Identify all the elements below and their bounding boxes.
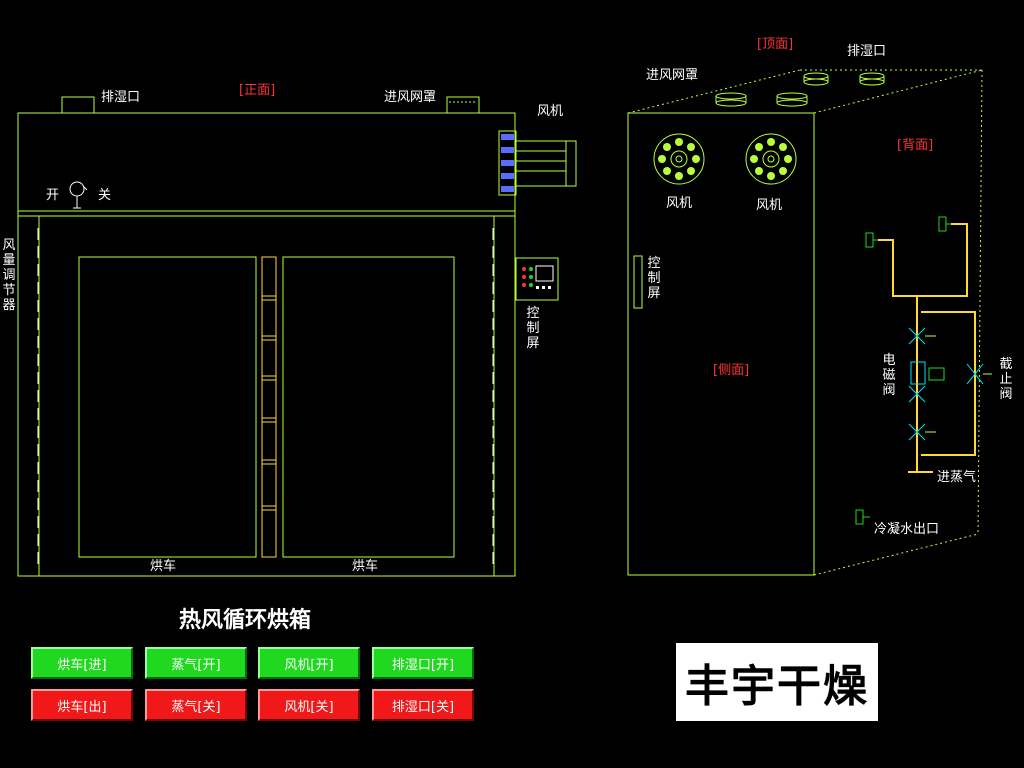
front-control-label: 控制屏 — [526, 306, 540, 351]
stop-valve-label: 截止阀 — [999, 357, 1013, 402]
steam-pipes — [878, 223, 976, 473]
side-exhaust-label: 排湿口 — [847, 44, 887, 59]
condensate-label: 冷凝水出口 — [874, 522, 940, 537]
solenoid-valves — [908, 327, 936, 441]
oven-body-side — [627, 112, 815, 576]
intake-mesh — [446, 96, 480, 114]
fan-1 — [653, 133, 705, 185]
fan-1-label: 风机 — [666, 196, 693, 211]
side-view-tag: [侧面] — [713, 363, 750, 378]
top-intake-right — [776, 92, 808, 107]
steam-off-button[interactable]: 蒸气[关] — [145, 689, 247, 721]
top-intake-left — [715, 92, 747, 107]
cart-out-button[interactable]: 烘车[出] — [31, 689, 133, 721]
side-control-label: 控制屏 — [647, 256, 661, 301]
top-exhaust-right — [859, 72, 885, 86]
front-exhaust-label: 排湿口 — [101, 90, 141, 105]
control-panel-side[interactable] — [633, 255, 643, 309]
side-view — [627, 69, 992, 576]
steam-on-button[interactable]: 蒸气[开] — [145, 647, 247, 679]
cart-left-label: 烘车 — [150, 559, 177, 574]
fan-motor — [515, 140, 577, 187]
front-intake-label: 进风网罩 — [384, 90, 437, 105]
brand-logo: 丰宇干燥 — [676, 643, 878, 721]
cart-in-button[interactable]: 烘车[进] — [31, 647, 133, 679]
front-view-tag: [正面] — [239, 83, 276, 98]
steam-in-label: 进蒸气 — [937, 470, 977, 485]
control-panel-front[interactable] — [515, 257, 559, 301]
regulator-label: 风量调节器 — [2, 238, 16, 313]
exhaust-on-button[interactable]: 排湿口[开] — [372, 647, 474, 679]
door-right[interactable] — [282, 256, 455, 558]
front-fan-label: 风机 — [537, 104, 564, 119]
top-exhaust-left — [803, 72, 829, 86]
exhaust-off-button[interactable]: 排湿口[关] — [372, 689, 474, 721]
side-intake-label: 进风网罩 — [646, 68, 699, 83]
page-title: 热风循环烘箱 — [178, 608, 311, 633]
oven-diagram — [17, 69, 992, 577]
fan-on-button[interactable]: 风机[开] — [258, 647, 360, 679]
door-hinge — [261, 256, 277, 558]
fan-2 — [745, 133, 797, 185]
damper-switch[interactable] — [69, 181, 88, 209]
cart-right-label: 烘车 — [352, 559, 379, 574]
top-view-tag: [顶面] — [757, 37, 794, 52]
oven-body-front — [17, 112, 516, 577]
stop-valve — [966, 363, 992, 385]
switch-off-label: 关 — [98, 188, 112, 203]
back-view-tag: [背面] — [897, 138, 934, 153]
front-view — [17, 96, 577, 577]
fan-off-button[interactable]: 风机[关] — [258, 689, 360, 721]
switch-on-label: 开 — [46, 188, 60, 203]
solenoid-label: 电磁阀 — [882, 353, 896, 398]
door-left[interactable] — [78, 256, 257, 558]
fan-2-label: 风机 — [756, 198, 783, 213]
exhaust-port — [61, 96, 95, 114]
